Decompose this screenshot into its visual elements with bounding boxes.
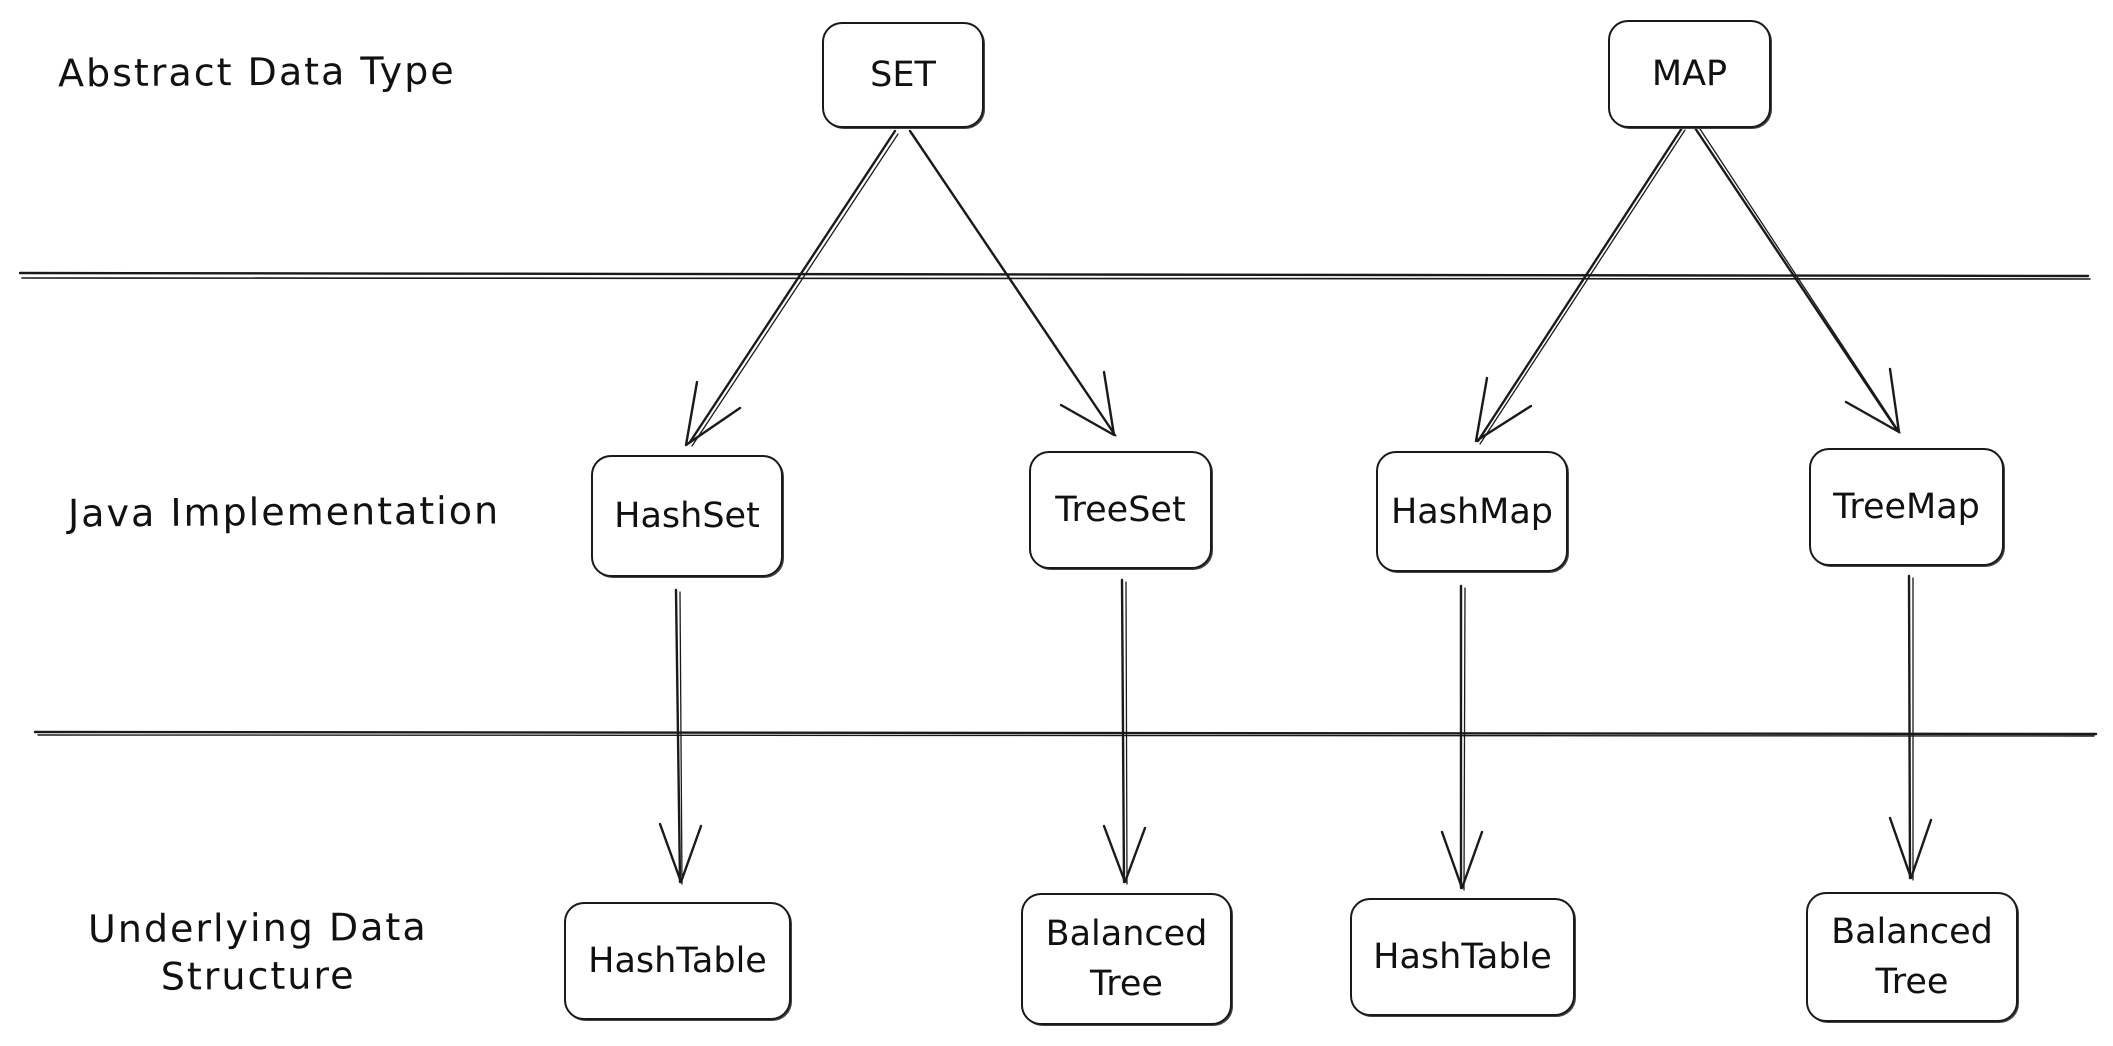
- node-hashmap-hashtable-label: HashTable: [1373, 937, 1552, 977]
- node-treemap-balanced-tree-line2: Tree: [1875, 962, 1949, 1002]
- arrow-set-to-treeset: [908, 129, 1117, 437]
- row-label-abstract-data-type-text: Abstract Data Type: [57, 48, 456, 96]
- row-label-abstract-data-type: Abstract Data Type: [58, 49, 456, 96]
- node-hashset-hashtable-label: HashTable: [588, 941, 767, 981]
- node-treemap-balanced-tree-line1: Balanced: [1831, 912, 1993, 952]
- node-treeset-balanced-tree: Balanced Tree: [1021, 893, 1232, 1025]
- tier-divider-bottom: [33, 730, 2098, 736]
- node-hashset-label: HashSet: [614, 496, 760, 536]
- node-hashset-hashtable: HashTable: [564, 902, 791, 1020]
- tier-divider-bottom-sketch: [37, 734, 2095, 737]
- node-treeset-balanced-tree-line2: Tree: [1090, 964, 1163, 1004]
- row-label-java-implementation-text: Java Implementation: [67, 488, 501, 536]
- node-hashmap-label: HashMap: [1390, 491, 1554, 532]
- node-map-label: MAP: [1651, 54, 1728, 94]
- node-treemap-balanced-tree-text: Balanced Tree: [1831, 907, 1993, 1007]
- arrow-map-to-hashmap: [1474, 126, 1686, 445]
- node-treemap: TreeMap: [1809, 448, 2004, 566]
- node-hashmap-hashtable: HashTable: [1350, 898, 1575, 1016]
- node-treeset: TreeSet: [1029, 451, 1212, 569]
- arrow-treeset-to-balanced-tree: [1102, 578, 1147, 885]
- node-hashmap: HashMap: [1376, 451, 1568, 572]
- node-treeset-label: TreeSet: [1055, 490, 1186, 530]
- row-label-underlying-line1: Underlying Data: [87, 904, 428, 952]
- arrow-hashset-to-hashtable: [658, 588, 703, 885]
- tier-divider-top: [18, 271, 2090, 278]
- row-label-underlying-line2: Structure: [160, 953, 356, 999]
- arrow-map-to-treemap: [1693, 126, 1901, 434]
- row-label-underlying-data-structure: Underlying Data Structure: [88, 903, 429, 1001]
- node-treeset-balanced-tree-line1: Balanced: [1045, 914, 1208, 954]
- arrow-set-to-hashset: [684, 129, 899, 447]
- node-set-label: SET: [870, 55, 936, 95]
- node-set: SET: [822, 22, 984, 128]
- node-hashset: HashSet: [591, 455, 783, 577]
- row-label-java-implementation: Java Implementation: [68, 488, 500, 535]
- arrow-hashmap-to-hashtable: [1440, 584, 1484, 891]
- tier-divider-top-sketch: [21, 277, 2091, 280]
- node-map: MAP: [1608, 20, 1771, 128]
- arrow-treemap-to-balanced-tree: [1888, 574, 1933, 881]
- node-treemap-balanced-tree: Balanced Tree: [1806, 892, 2018, 1022]
- node-treeset-balanced-tree-text: Balanced Tree: [1046, 909, 1208, 1009]
- node-treemap-label: TreeMap: [1833, 487, 1980, 527]
